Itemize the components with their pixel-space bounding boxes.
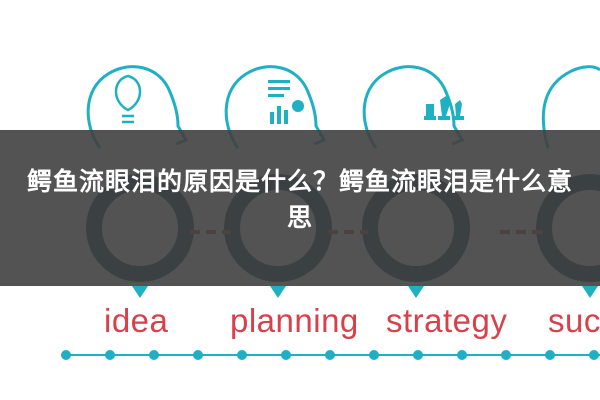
ring-pointer <box>270 286 286 298</box>
stage-label-planning: planning <box>230 302 359 339</box>
ring-pointer <box>132 286 148 298</box>
document-chart-icon <box>268 80 304 124</box>
head-outline <box>362 65 465 149</box>
lightbulb-icon <box>114 74 142 124</box>
stage-label-success: succ <box>548 302 600 339</box>
head-outline <box>541 65 600 149</box>
stage-label-strategy: strategy <box>386 302 508 339</box>
timeline <box>61 350 600 360</box>
chess-icon <box>424 96 464 120</box>
stage-label-idea: idea <box>104 302 169 339</box>
page-title: 鳄鱼流眼泪的原因是什么？鳄鱼流眼泪是什么意思 <box>26 167 573 232</box>
ring-pointer <box>408 286 424 298</box>
title-overlay <box>0 130 600 286</box>
ring-pointer <box>582 286 598 298</box>
head-outline <box>224 65 327 149</box>
head-outline <box>86 65 189 149</box>
